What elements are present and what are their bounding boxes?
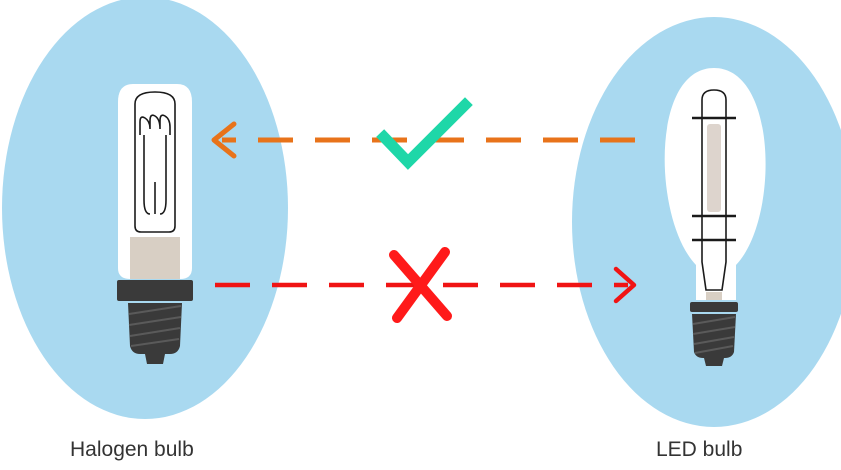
led-bulb-icon	[664, 68, 766, 366]
checkmark-icon	[376, 97, 473, 170]
halogen-bulb-caption: Halogen bulb	[70, 438, 194, 461]
cross-icon	[389, 247, 452, 323]
incompatible-arrow	[215, 266, 637, 304]
compatible-arrow	[211, 121, 635, 159]
halogen-bulb-icon	[117, 84, 193, 364]
led-bulb-caption: LED bulb	[656, 438, 743, 461]
